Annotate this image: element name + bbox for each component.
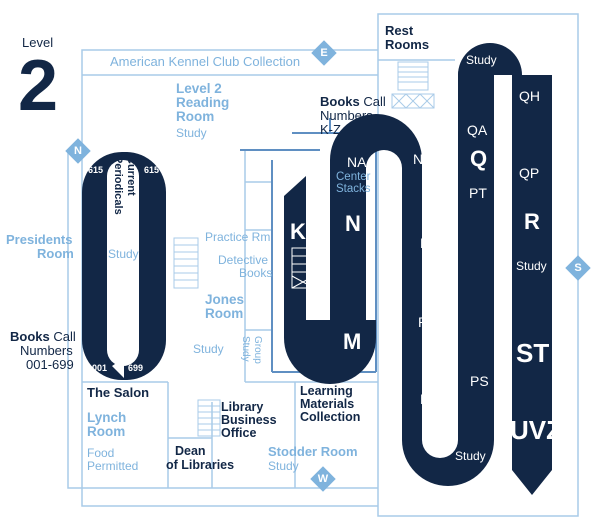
jones-room-line2: Room: [205, 306, 244, 321]
level-label: Level: [22, 35, 54, 50]
stodder-room: Stodder Room: [268, 444, 358, 459]
lynch-room-line2: Room: [87, 424, 126, 439]
elevator-icon: [291, 247, 315, 289]
stack-label-QA-top: QA: [518, 49, 539, 65]
stack-label-QA-mid: QA: [467, 122, 488, 138]
call-numbers-center-line1: Books Call: [320, 94, 386, 109]
business-office-line1: Library: [221, 400, 264, 414]
call-numbers-left-line1: Books Call: [10, 329, 76, 344]
building-walls: [67, 13, 579, 517]
stacks-left-study: Study: [108, 247, 139, 261]
call-numbers-left-line2: Numbers: [20, 343, 73, 358]
south-entrance-marker: S: [565, 255, 591, 281]
center-stacks-line2: Stacks: [336, 183, 371, 195]
reading-room-study: Study: [176, 126, 207, 140]
stack-label-615-right: 615: [144, 165, 160, 175]
stack-label-study-top: Study: [466, 53, 497, 67]
group-study-line2: Study: [240, 336, 251, 362]
stack-label-QP: QP: [519, 165, 540, 181]
rest-rooms-line1: Rest: [385, 23, 414, 38]
call-numbers-center-range: K-Z: [320, 122, 341, 137]
call-numbers-center-line2: Numbers: [320, 108, 373, 123]
stack-label-615-left: 615: [88, 165, 104, 175]
stodder-room-study: Study: [268, 459, 299, 473]
stack-label-PN: PN: [420, 235, 440, 251]
dean-line2: of Libraries: [166, 458, 235, 472]
stack-label-QH: QH: [519, 88, 540, 104]
center-stacks-line1: Center: [336, 171, 371, 183]
food-permitted-line2: Permitted: [87, 459, 139, 473]
staircases: [173, 61, 435, 437]
stack-label-M: M: [343, 329, 362, 354]
stack-label-KL: KL: [290, 219, 320, 244]
stacks-center: [284, 43, 552, 495]
stack-label-R: R: [524, 209, 540, 234]
west-entrance-marker: W: [310, 466, 336, 492]
detective-books-line1: Detective: [218, 253, 269, 267]
stack-label-PQ: PQ: [418, 314, 439, 330]
stack-label-N: N: [345, 211, 361, 236]
the-salon: The Salon: [87, 385, 150, 400]
stacks-left: [82, 152, 166, 380]
presidents-room-line1: Presidents: [6, 232, 73, 247]
learning-materials-line1: Learning: [300, 384, 353, 398]
stack-label-PT: PT: [469, 185, 487, 201]
north-entrance-marker: N: [65, 138, 91, 164]
rest-rooms-line2: Rooms: [385, 37, 430, 52]
stack-label-ST: ST: [516, 338, 550, 368]
group-study-line1: Group: [252, 336, 263, 364]
call-numbers-left-range: 001-699: [26, 357, 74, 372]
east-entrance-marker: E: [311, 40, 337, 66]
jones-room-line1: Jones: [205, 292, 245, 307]
reading-room-line2: Reading: [176, 95, 230, 110]
kennel-club-collection: American Kennel Club Collection: [110, 54, 301, 69]
lynch-room-line1: Lynch: [87, 410, 127, 425]
stack-label-NA: NA: [347, 154, 367, 170]
stack-label-PS: PS: [470, 373, 489, 389]
current-periodicals-line1: Current: [125, 156, 137, 196]
reading-room-line3: Room: [176, 109, 215, 124]
stack-label-PR: PR: [420, 391, 440, 407]
stack-label-001: 001: [92, 363, 108, 373]
business-office-line2: Business: [221, 413, 277, 427]
stack-label-UVZ: UVZ: [510, 415, 562, 445]
current-periodicals-line2: Periodicals: [112, 156, 124, 215]
business-office-line3: Office: [221, 426, 257, 440]
detective-books-line2: Books: [239, 266, 273, 280]
food-permitted-line1: Food: [87, 446, 115, 460]
presidents-room-line2: Room: [37, 246, 74, 261]
stack-label-Q: Q: [470, 146, 488, 171]
dean-line1: Dean: [175, 444, 206, 458]
learning-materials-line2: Materials: [300, 397, 355, 411]
stack-label-699: 699: [128, 363, 144, 373]
stack-label-study-bottom: Study: [455, 449, 486, 463]
stack-label-study-right: Study: [516, 259, 547, 273]
stack-label-P: P: [422, 171, 437, 196]
stack-gaps: [306, 95, 512, 475]
reading-room-line1: Level 2: [176, 81, 222, 96]
level-number: 2: [18, 46, 59, 126]
learning-materials-line3: Collection: [300, 410, 361, 424]
practice-room: Practice Rm: [205, 230, 271, 244]
stack-label-NB: NB: [413, 151, 433, 167]
jones-room-study: Study: [193, 342, 224, 356]
